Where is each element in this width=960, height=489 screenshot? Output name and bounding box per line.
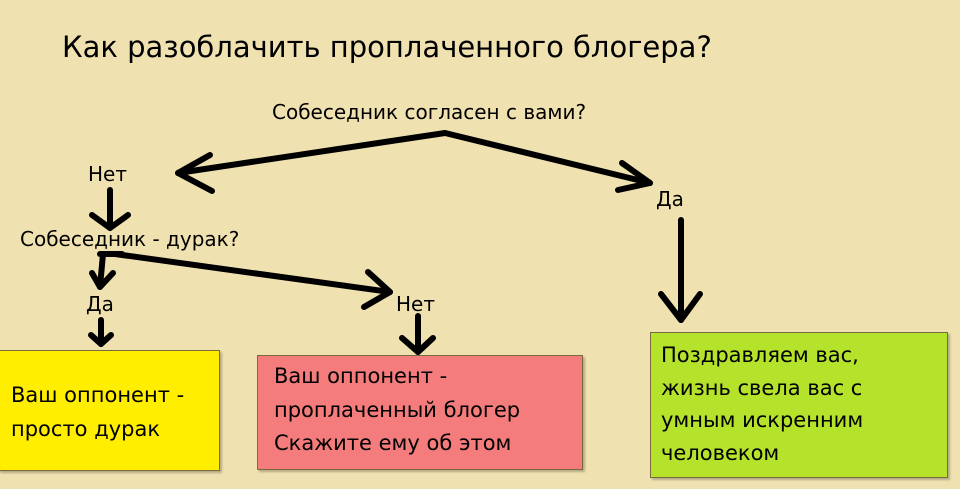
label-no-2: Нет: [396, 292, 435, 316]
outcome-line: Ваш оппонент -: [11, 383, 185, 407]
arrow-q1-yes: [442, 130, 653, 193]
outcome-fool-box: Ваш оппонент - просто дурак: [0, 350, 220, 471]
outcome-line: Ваш оппонент -: [274, 364, 448, 388]
outcome-smart-box: Поздравляем вас, жизнь свела вас с умным…: [650, 332, 948, 478]
arrow-yes-fool: [88, 317, 114, 347]
arrow-yes-smart: [658, 217, 703, 323]
diagram-title: Как разоблачить проплаченного блогера?: [62, 30, 712, 64]
arrow-no-to-q2: [89, 187, 131, 231]
outcome-line: проплаченный блогер: [274, 397, 521, 422]
label-yes-1: Да: [656, 187, 684, 211]
arrow-q1-no: [175, 130, 448, 194]
outcome-paid-box: Ваш оппонент - проплаченный блогер Скажи…: [257, 355, 583, 470]
outcome-line: умным искренним: [661, 408, 864, 433]
outcome-line: Поздравляем вас,: [661, 343, 859, 367]
question-agrees: Собеседник согласен с вами?: [272, 100, 587, 124]
arrow-q2-yes: [89, 251, 125, 290]
outcome-line: Скажите ему об этом: [274, 431, 512, 456]
outcome-line: просто дурак: [11, 416, 161, 441]
question-fool: Собеседник - дурак?: [20, 227, 240, 251]
label-no-1: Нет: [88, 162, 127, 186]
outcome-line: человеком: [661, 440, 780, 465]
arrow-q2-no: [112, 251, 393, 310]
outcome-line: жизнь свела вас с: [661, 375, 863, 400]
arrow-no-paid: [399, 313, 436, 355]
label-yes-2: Да: [86, 292, 114, 316]
